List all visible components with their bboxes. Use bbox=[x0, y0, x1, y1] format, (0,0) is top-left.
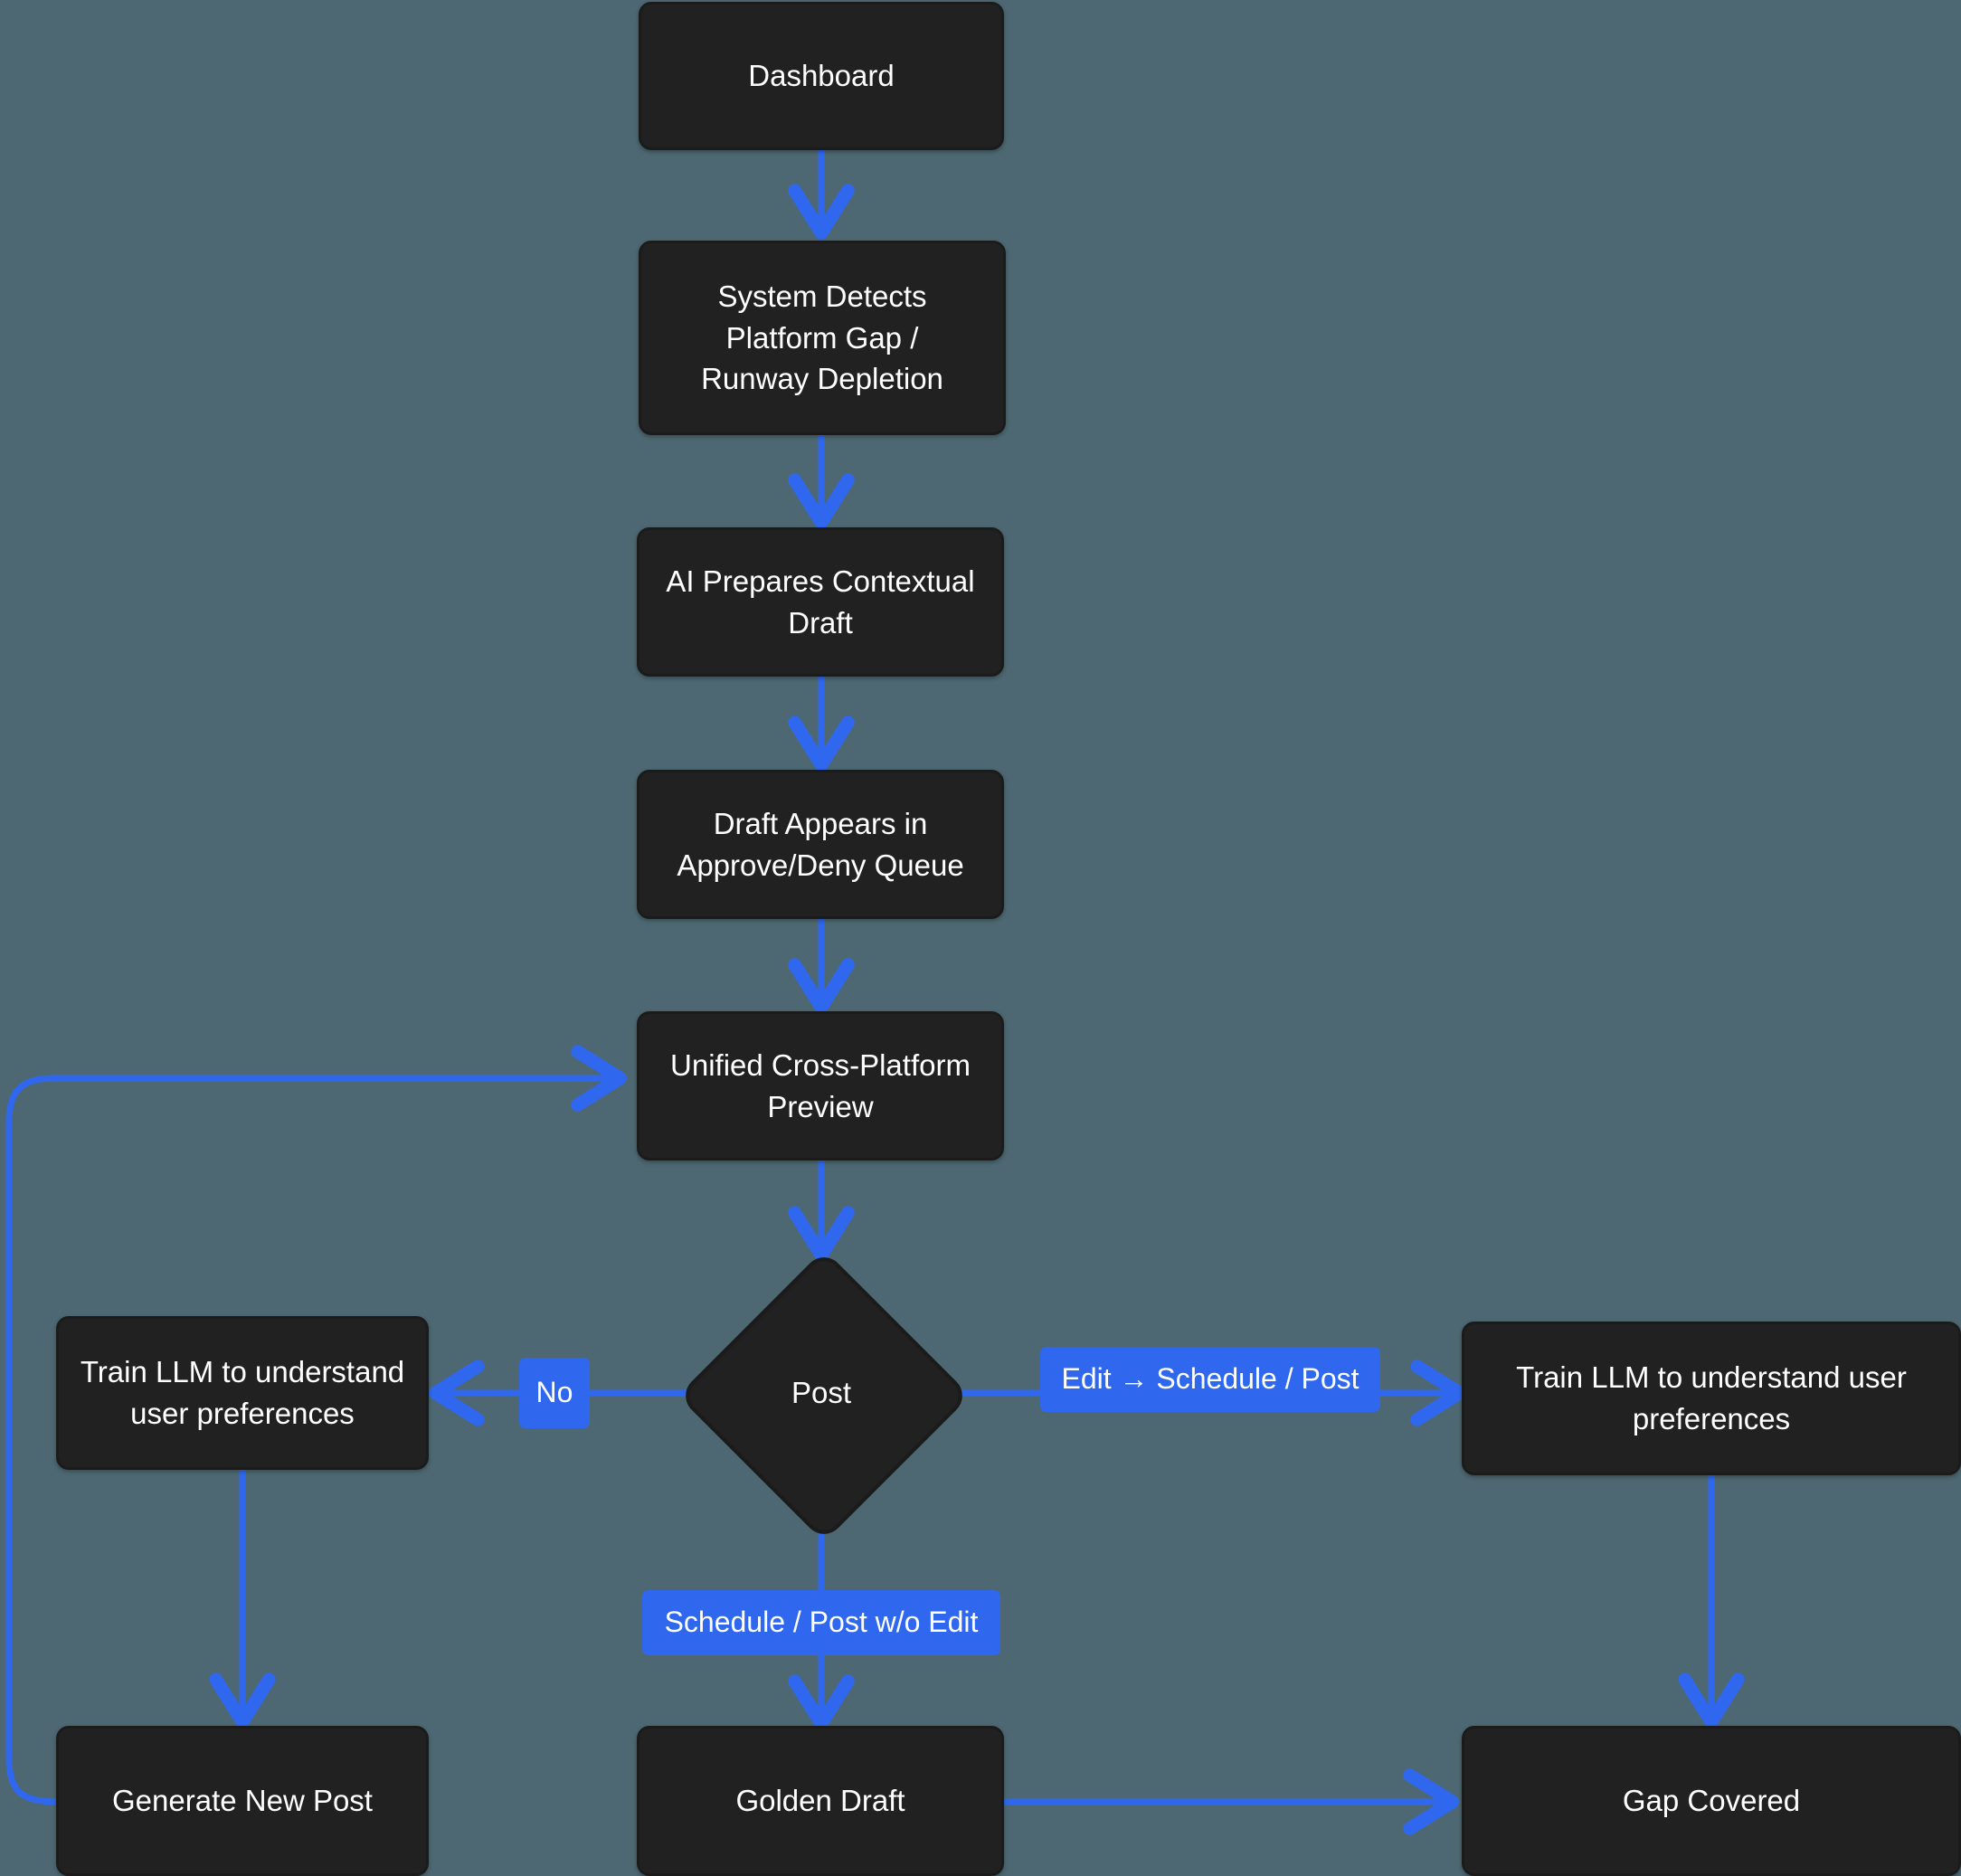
node-train-llm-right-line1: Train LLM to understand user bbox=[1516, 1360, 1907, 1395]
node-train-llm-left[interactable]: Train LLM to understand user preferences bbox=[56, 1316, 429, 1470]
node-dashboard[interactable]: Dashboard bbox=[639, 2, 1004, 150]
node-system-detects-line3: Runway Depletion bbox=[701, 362, 943, 396]
node-train-llm-right[interactable]: Train LLM to understand user preferences bbox=[1462, 1322, 1961, 1475]
edge-label-schedule-post-wo-edit-text: Schedule / Post w/o Edit bbox=[664, 1606, 979, 1639]
node-ai-prepares-draft-line1: AI Prepares Contextual bbox=[666, 564, 975, 598]
node-post-decision-label: Post bbox=[791, 1376, 852, 1409]
node-draft-queue-line1: Draft Appears in bbox=[713, 806, 928, 840]
node-unified-preview[interactable]: Unified Cross-Platform Preview bbox=[637, 1011, 1004, 1161]
node-golden-draft-label: Golden Draft bbox=[735, 1784, 905, 1818]
node-draft-queue[interactable]: Draft Appears in Approve/Deny Queue bbox=[637, 770, 1004, 919]
node-train-llm-right-line2: preferences bbox=[1632, 1402, 1791, 1435]
node-system-detects-line1: System Detects bbox=[717, 280, 927, 314]
node-gap-covered[interactable]: Gap Covered bbox=[1462, 1726, 1961, 1876]
node-system-detects-line2: Platform Gap / bbox=[725, 320, 919, 355]
node-gap-covered-label: Gap Covered bbox=[1622, 1784, 1801, 1818]
node-ai-prepares-draft-line2: Draft bbox=[788, 605, 853, 640]
node-ai-prepares-draft[interactable]: AI Prepares Contextual Draft bbox=[637, 527, 1004, 677]
node-unified-preview-line1: Unified Cross-Platform bbox=[670, 1047, 971, 1082]
node-golden-draft[interactable]: Golden Draft bbox=[637, 1726, 1004, 1876]
node-train-llm-left-line1: Train LLM to understand bbox=[80, 1355, 405, 1389]
node-dashboard-label: Dashboard bbox=[748, 59, 895, 93]
node-system-detects[interactable]: System Detects Platform Gap / Runway Dep… bbox=[639, 241, 1006, 435]
edge-label-schedule-post-wo-edit: Schedule / Post w/o Edit bbox=[642, 1590, 1000, 1655]
node-generate-new-post-label: Generate New Post bbox=[112, 1784, 373, 1818]
node-draft-queue-line2: Approve/Deny Queue bbox=[677, 848, 964, 882]
edge-label-edit-schedule-post-text: Edit → Schedule / Post bbox=[1061, 1362, 1359, 1396]
node-unified-preview-line2: Preview bbox=[767, 1089, 874, 1123]
node-train-llm-left-line2: user preferences bbox=[130, 1397, 355, 1430]
edge-label-edit-schedule-post: Edit → Schedule / Post bbox=[1040, 1347, 1380, 1412]
node-post-decision[interactable]: Post bbox=[677, 1249, 971, 1542]
node-generate-new-post[interactable]: Generate New Post bbox=[56, 1726, 429, 1876]
edge-label-no-text: No bbox=[535, 1376, 573, 1409]
edge-label-no: No bbox=[519, 1358, 590, 1428]
